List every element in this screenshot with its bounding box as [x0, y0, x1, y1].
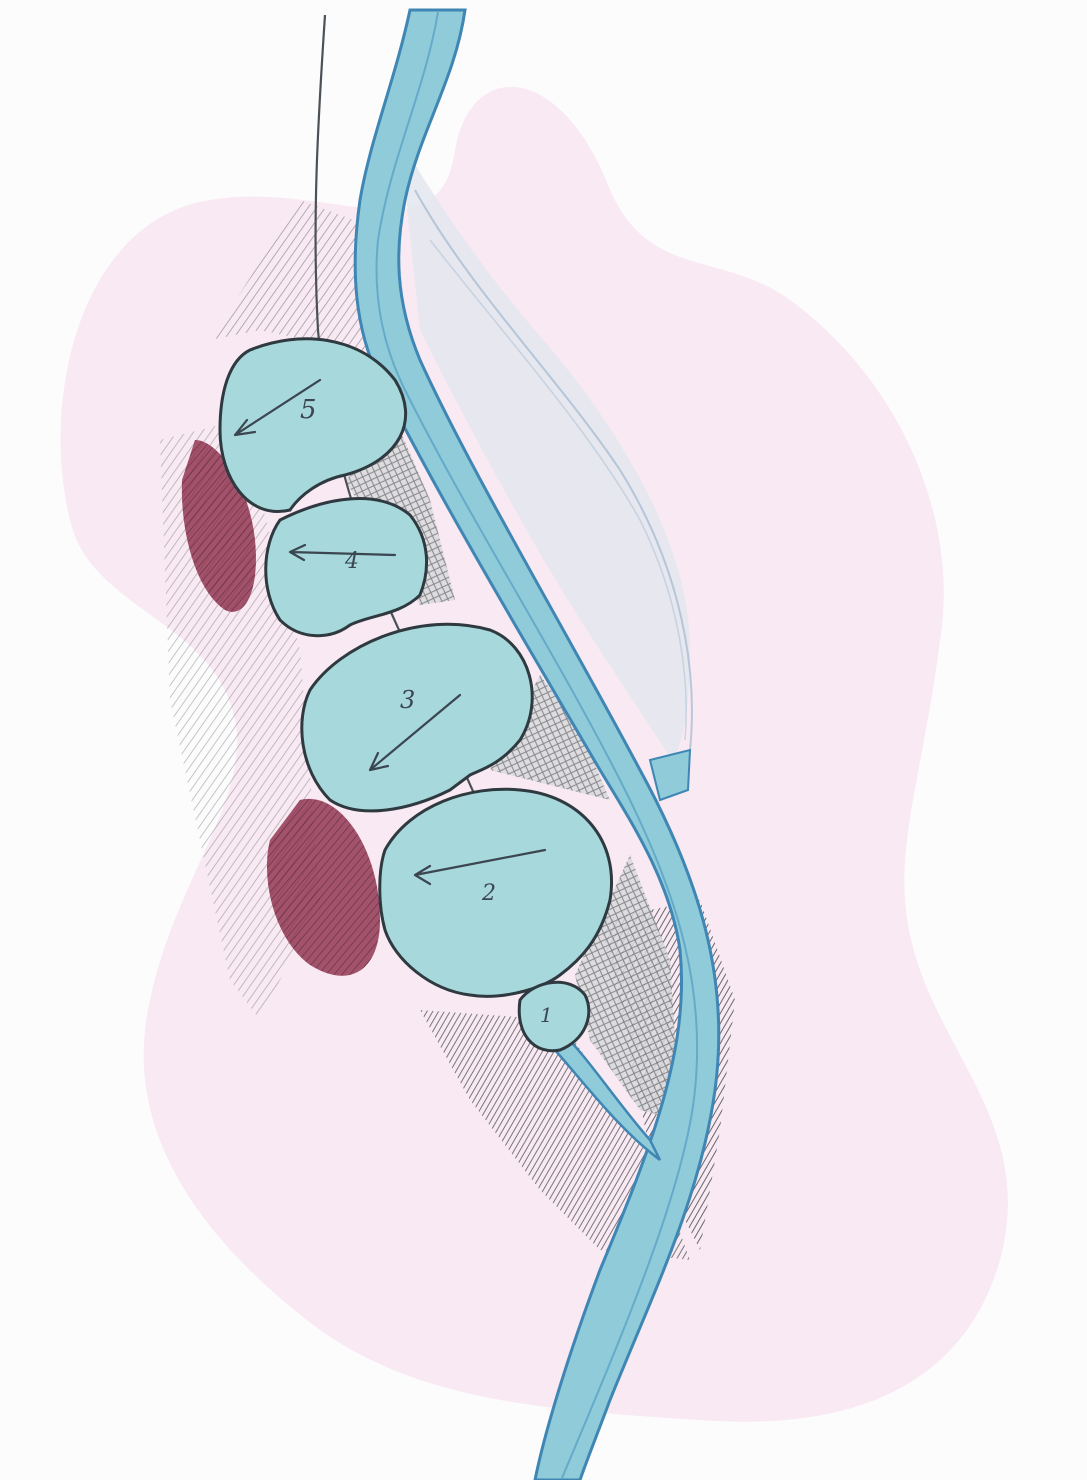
segment-2-label: 2 — [481, 881, 496, 906]
segment-1-label: 1 — [540, 1003, 553, 1027]
segment-3-label: 3 — [400, 686, 415, 714]
segment-5-label: 5 — [300, 395, 317, 425]
segment-4-label: 4 — [344, 549, 359, 574]
